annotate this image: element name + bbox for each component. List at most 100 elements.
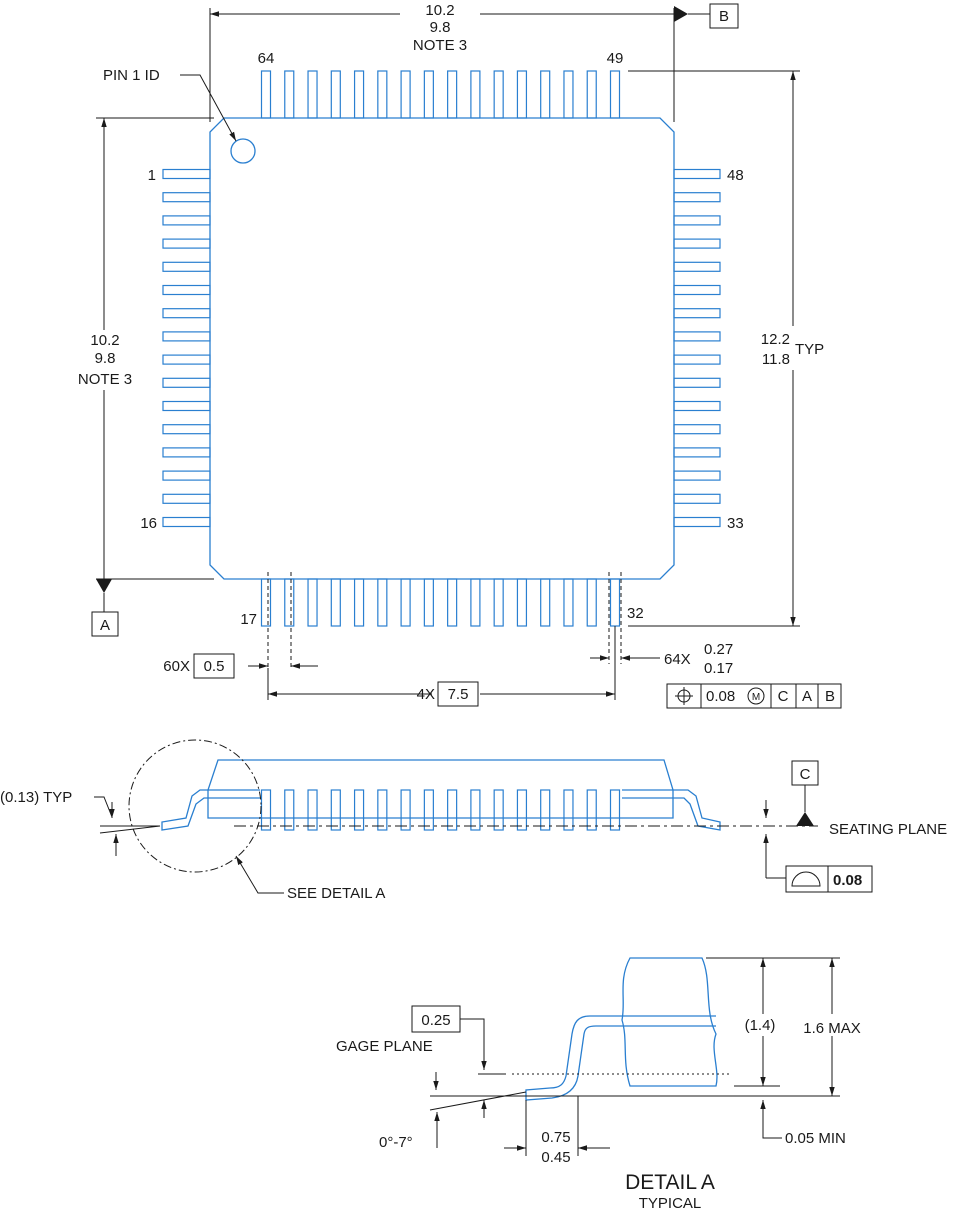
leads-bottom [260, 578, 621, 627]
pin1-label: PIN 1 ID [103, 67, 160, 84]
side-lead [353, 789, 365, 831]
fcf-modifier: M [752, 692, 760, 703]
lead-left [162, 331, 211, 342]
lead-bottom [260, 578, 272, 627]
lead-bottom [563, 578, 574, 627]
pitch-count: 60X [163, 658, 190, 675]
datum-b: B [719, 8, 729, 25]
lead-top [423, 70, 434, 119]
side-lead [563, 789, 574, 831]
lead-bottom [447, 578, 458, 627]
lead-width-min: 0.17 [704, 660, 733, 677]
side-lead [330, 789, 341, 831]
lead-top [563, 70, 574, 119]
profile-surface-icon [791, 871, 821, 887]
lead-right [673, 424, 721, 435]
pin-number-49: 49 [607, 50, 624, 67]
seating-plane-label: SEATING PLANE [829, 821, 947, 838]
total-height: 1.6 MAX [803, 1020, 861, 1037]
gage-value: 0.25 [421, 1012, 450, 1029]
lead-top [493, 70, 504, 119]
body-height: (1.4) [745, 1017, 776, 1034]
standoff-label: 0.05 MIN [785, 1130, 846, 1147]
width-note: NOTE 3 [413, 37, 467, 54]
fcf-tolerance: 0.08 [706, 688, 735, 705]
see-detail-label: SEE DETAIL A [287, 885, 385, 902]
position-icon [675, 687, 693, 705]
lead-left [162, 215, 211, 226]
lead-top [540, 70, 551, 119]
side-lead [609, 789, 621, 831]
detail-title: DETAIL A [625, 1171, 715, 1194]
side-lead [447, 789, 458, 831]
side-lead [284, 789, 295, 831]
lead-top [516, 70, 528, 119]
mmc-modifier-icon [747, 687, 765, 705]
lead-top [377, 70, 388, 119]
side-lead [260, 789, 272, 831]
lead-right [673, 516, 721, 528]
lead-right [673, 261, 721, 272]
lead-bottom [423, 578, 434, 627]
pin-number-16: 16 [140, 515, 157, 532]
lead-right [673, 447, 721, 458]
lead-left [162, 424, 211, 435]
lead-top [284, 70, 295, 119]
lead-right [673, 400, 721, 412]
side-lead [540, 789, 551, 831]
lead-right [673, 377, 721, 388]
lead-right [673, 215, 721, 226]
lead-left [162, 400, 211, 412]
foot-max: 0.75 [541, 1129, 570, 1146]
fcf-datum-1: C [778, 688, 789, 705]
lead-bottom [516, 578, 528, 627]
detail-lead [525, 1015, 716, 1101]
lead-top [260, 70, 272, 119]
lead-right [673, 284, 721, 296]
row-count: 4X [417, 686, 435, 703]
span-suffix: TYP [795, 341, 824, 358]
angle-range: 0°-7° [379, 1134, 413, 1151]
lead-left [162, 261, 211, 272]
datum-a: A [100, 617, 110, 634]
detail-circle [128, 739, 262, 873]
lead-bottom [470, 578, 481, 627]
feature-control-frame: 0.08 M C A B [666, 683, 842, 709]
span-max: 12.2 [761, 331, 790, 348]
lead-top [447, 70, 458, 119]
lead-right [673, 331, 721, 342]
side-lead [493, 789, 504, 831]
package-body [209, 117, 675, 580]
side-lead [377, 789, 388, 831]
side-lead [470, 789, 481, 831]
leads-left [162, 168, 211, 528]
lead-left [162, 284, 211, 296]
lead-left [162, 447, 211, 458]
leads-top [260, 70, 621, 119]
thickness-label: (0.13) TYP [0, 789, 72, 806]
lead-bottom [540, 578, 551, 627]
side-view: C SEATING PLANE 0.08 (0.13) TYP SEE DETA… [0, 739, 947, 902]
side-lead [516, 789, 528, 831]
fcf-datum-3: B [825, 688, 835, 705]
detail-subtitle: TYPICAL [639, 1195, 702, 1211]
lead-right [673, 168, 721, 180]
lead-width-max: 0.27 [704, 641, 733, 658]
side-body [207, 759, 674, 819]
lead-top [400, 70, 411, 119]
detail-a: 0.25 GAGE PLANE 0°-7° 0.75 0.45 (1.4) 1.… [336, 957, 872, 1211]
left-gull-lead [161, 789, 260, 831]
lead-bottom [307, 578, 318, 627]
flatness-value: 0.08 [833, 872, 862, 889]
foot-min: 0.45 [541, 1149, 570, 1166]
lead-left [162, 354, 211, 365]
leads-right [673, 168, 721, 528]
lead-top [470, 70, 481, 119]
pin-number-64: 64 [258, 50, 275, 67]
height-note: NOTE 3 [78, 371, 132, 388]
lead-top [586, 70, 597, 119]
lead-top [330, 70, 341, 119]
lead-bottom [284, 578, 295, 627]
fcf-datum-2: A [802, 688, 812, 705]
gage-plane-label: GAGE PLANE [336, 1038, 433, 1055]
